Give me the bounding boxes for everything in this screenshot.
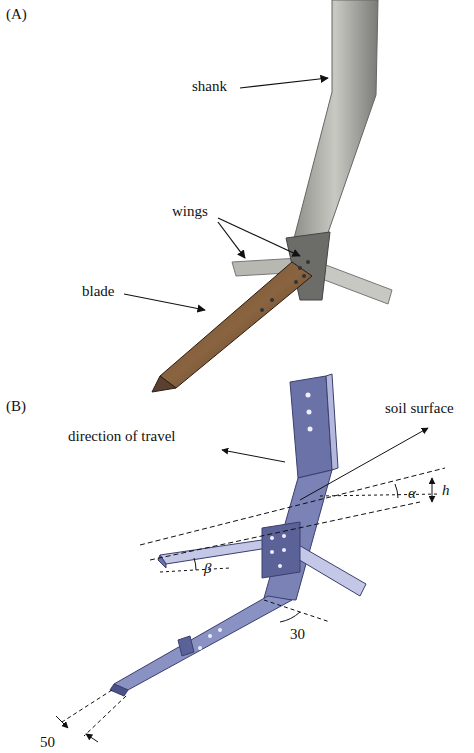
part-label: wings (172, 203, 208, 220)
part-label: (B) (6, 398, 26, 415)
photo-tool (152, 0, 392, 392)
bolt-holes (198, 393, 313, 651)
leader-lines (124, 78, 328, 310)
part-label: 30 (290, 626, 305, 643)
dimension-lines (56, 428, 445, 742)
part-label: (A) (6, 6, 27, 23)
part-label: h (442, 482, 450, 499)
part-label: β (204, 560, 211, 577)
part-label: soil surface (385, 400, 454, 417)
part-label: shank (192, 78, 227, 95)
cad-tool (110, 374, 366, 696)
part-label: α (408, 485, 416, 502)
part-label: blade (82, 283, 114, 300)
part-label: direction of travel (68, 428, 175, 445)
part-label: 50 (40, 734, 55, 751)
